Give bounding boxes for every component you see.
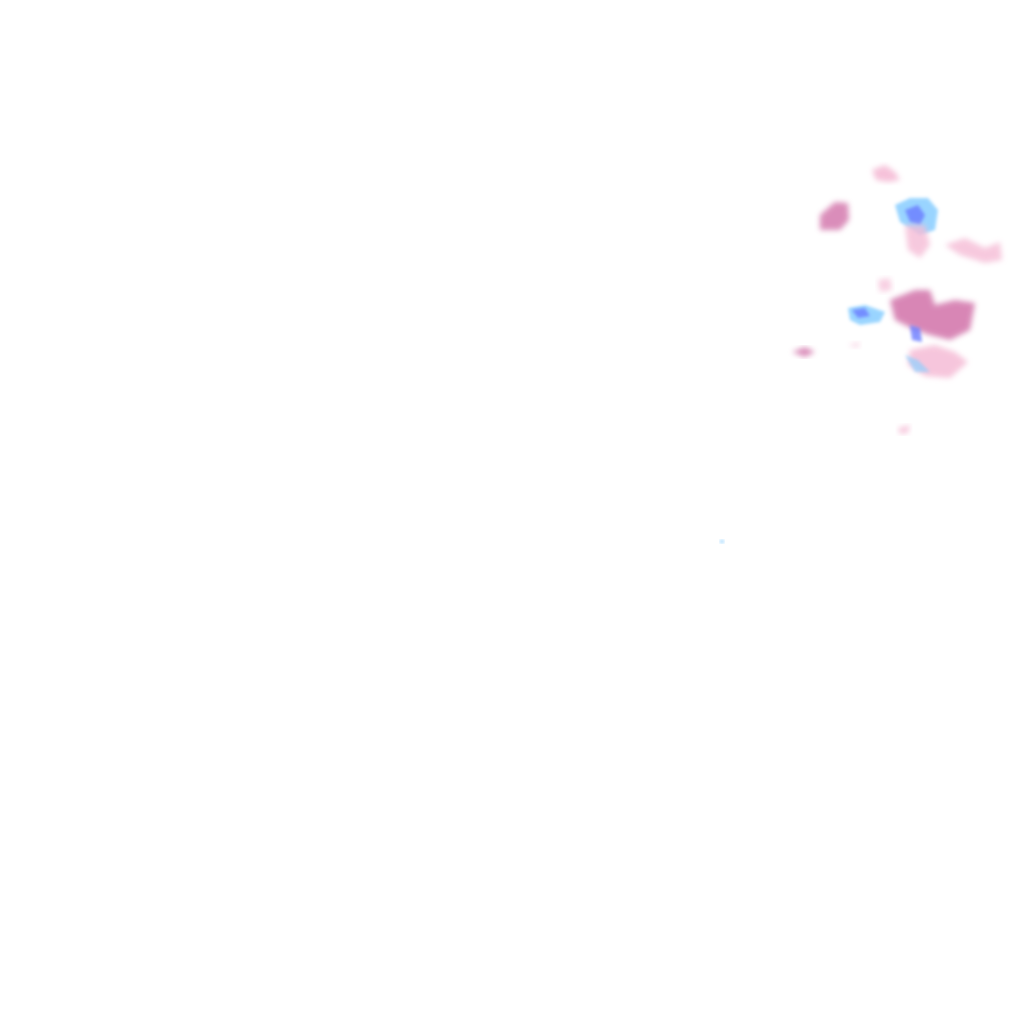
radar-echo-light-pink: [848, 342, 860, 348]
radar-echo-pink: [890, 290, 975, 340]
radar-echo-blue: [852, 308, 870, 318]
radar-echo-pink: [792, 347, 815, 357]
precipitation-echoes: [720, 165, 1002, 543]
radar-echo-pink: [820, 202, 849, 230]
radar-echo-light-pink: [945, 238, 1002, 263]
radar-echo-light-pink: [872, 165, 900, 182]
radar-echo-light-blue: [720, 540, 724, 543]
radar-echo-blue: [910, 325, 922, 342]
radar-echo-blue: [905, 205, 925, 225]
radar-echo-light-pink: [878, 278, 892, 292]
radar-echo-light-pink: [905, 225, 930, 258]
radar-echo-light-pink: [898, 425, 910, 434]
radar-echo-light-blue: [905, 355, 930, 372]
